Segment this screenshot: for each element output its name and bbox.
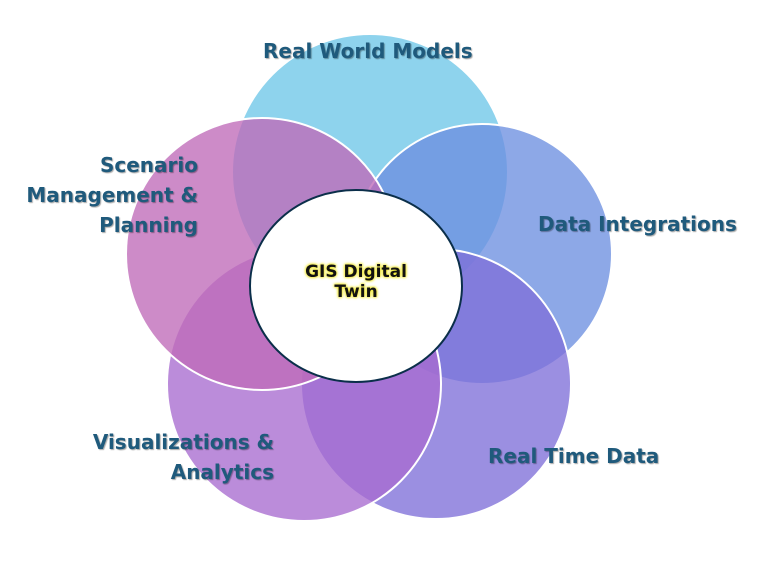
label-visualizations-analytics-line-1: Visualizations & bbox=[92, 430, 274, 454]
center-circle bbox=[249, 189, 463, 383]
label-scenario-management-planning-line-3: Planning bbox=[99, 213, 198, 237]
label-real-time-data: Real Time Data bbox=[488, 441, 659, 471]
label-scenario-management-planning-line-1: Scenario bbox=[99, 153, 198, 177]
label-real-time-data-line-1: Real Time Data bbox=[488, 444, 660, 468]
label-scenario-management-planning-line-2: Management & bbox=[26, 183, 198, 207]
center-title-line-1: GIS Digital bbox=[305, 262, 407, 282]
center-title-line-2: Twin bbox=[334, 282, 378, 302]
label-real-world-models-line-1: Real World Models bbox=[263, 39, 473, 63]
label-visualizations-analytics: Visualizations & Analytics bbox=[92, 427, 274, 487]
label-data-integrations: Data Integrations bbox=[538, 209, 737, 239]
label-scenario-management-planning: Scenario Management & Planning bbox=[18, 150, 198, 240]
label-visualizations-analytics-line-2: Analytics bbox=[170, 460, 274, 484]
label-real-world-models: Real World Models bbox=[263, 36, 473, 66]
center-title: GIS Digital Twin bbox=[256, 262, 456, 302]
label-data-integrations-line-1: Data Integrations bbox=[538, 212, 737, 236]
